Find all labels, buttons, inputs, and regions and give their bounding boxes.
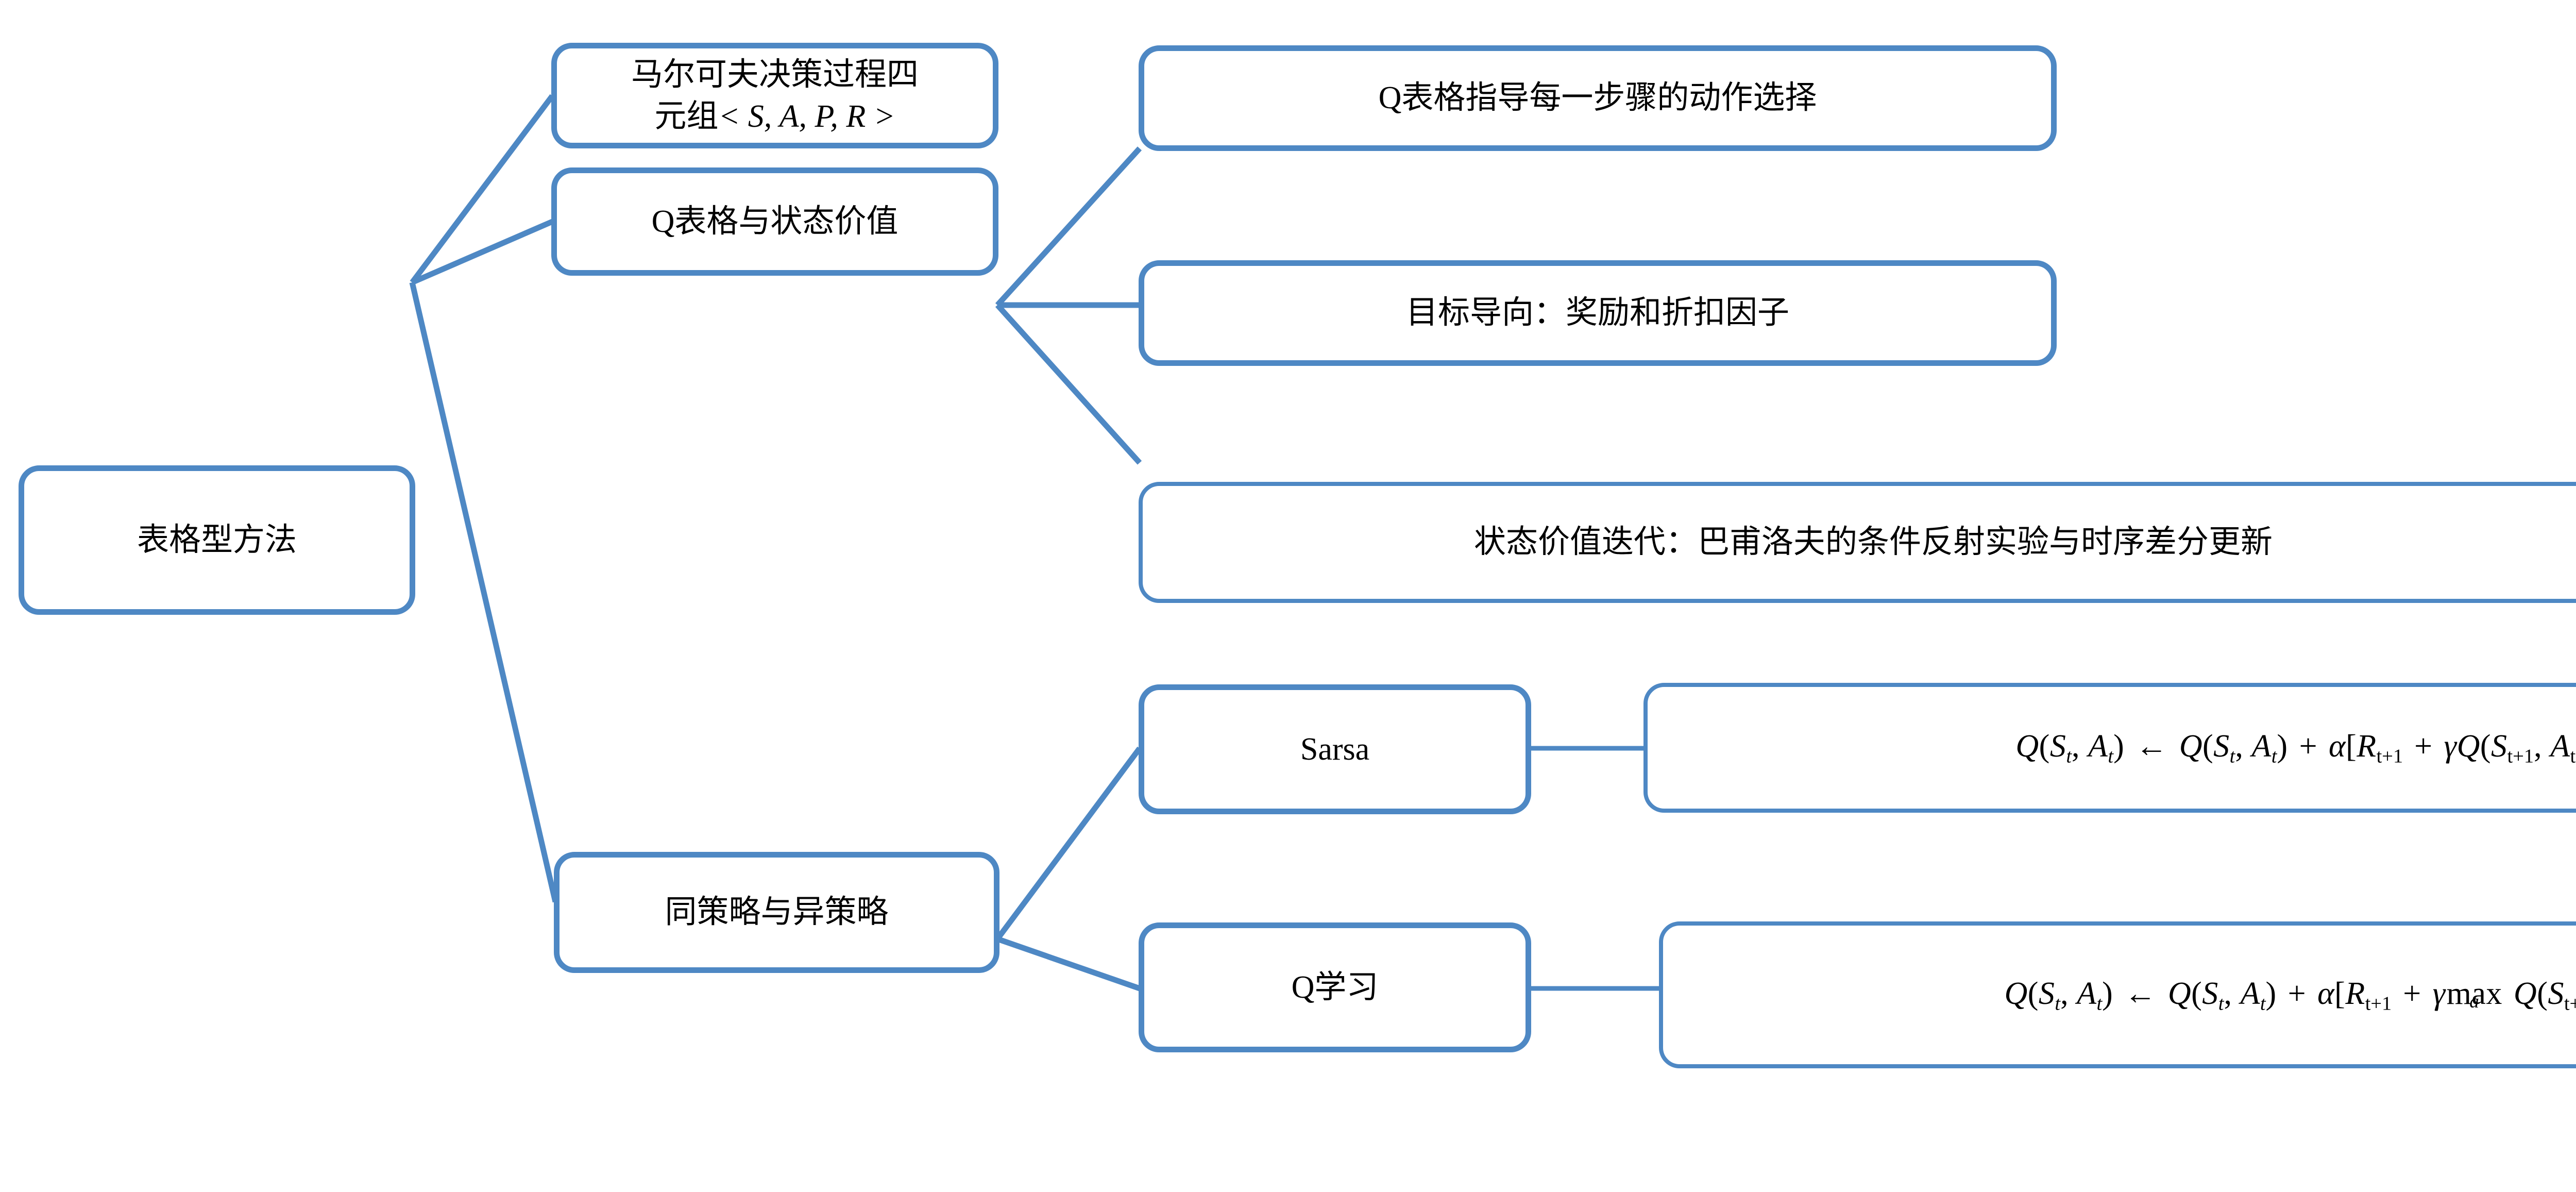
node-qtable-leaf-1-label: Q表格指导每一步骤的动作选择 [1378, 80, 1817, 116]
node-policy[interactable]: 同策略与异策略 [554, 852, 999, 973]
node-root[interactable]: 表格型方法 [19, 465, 415, 615]
node-qtable-leaf-3-label: 状态价值迭代：巴甫洛夫的条件反射实验与时序差分更新 [1473, 525, 2273, 560]
node-sarsa-formula-text: Q(St, At) ← Q(St, At) + α[Rt+1 + γQ(St+1… [2015, 729, 2576, 767]
edge-root-to-mdp [410, 94, 555, 284]
node-qlearning[interactable]: Q学习 [1139, 922, 1531, 1052]
node-sarsa-formula[interactable]: Q(St, At) ← Q(St, At) + α[Rt+1 + γQ(St+1… [1643, 683, 2576, 813]
node-qtable-label: Q表格与状态价值 [651, 204, 899, 239]
edge-policy-to-sarsa [995, 746, 1142, 941]
edge-root-to-policy [409, 281, 558, 903]
node-mdp-label-line2: 元组< S, A, P, R > [654, 98, 895, 134]
node-mdp-label: 马尔可夫决策过程四 元组< S, A, P, R > [570, 54, 979, 137]
node-qtable[interactable]: Q表格与状态价值 [551, 167, 998, 276]
node-root-label: 表格型方法 [137, 522, 297, 558]
node-sarsa-label: Sarsa [1300, 731, 1370, 767]
node-qtable-leaf-3[interactable]: 状态价值迭代：巴甫洛夫的条件反射实验与时序差分更新 [1139, 482, 2576, 603]
node-qlearning-label: Q学习 [1291, 969, 1379, 1005]
node-qtable-leaf-1[interactable]: Q表格指导每一步骤的动作选择 [1139, 45, 2057, 151]
node-qtable-leaf-2-label: 目标导向：奖励和折扣因子 [1405, 295, 1789, 331]
node-qtable-leaf-2[interactable]: 目标导向：奖励和折扣因子 [1139, 260, 2057, 366]
node-mdp-label-line1: 马尔可夫决策过程四 [631, 57, 919, 92]
edge-qtable-to-leaf3 [995, 303, 1142, 465]
node-sarsa[interactable]: Sarsa [1139, 684, 1531, 814]
node-policy-label: 同策略与异策略 [665, 895, 889, 930]
node-mdp[interactable]: 马尔可夫决策过程四 元组< S, A, P, R > [551, 43, 998, 148]
edge-policy-to-qlearning [996, 936, 1141, 992]
edge-qtable-to-leaf1 [995, 146, 1142, 307]
edge-root-to-qtable [411, 219, 554, 286]
